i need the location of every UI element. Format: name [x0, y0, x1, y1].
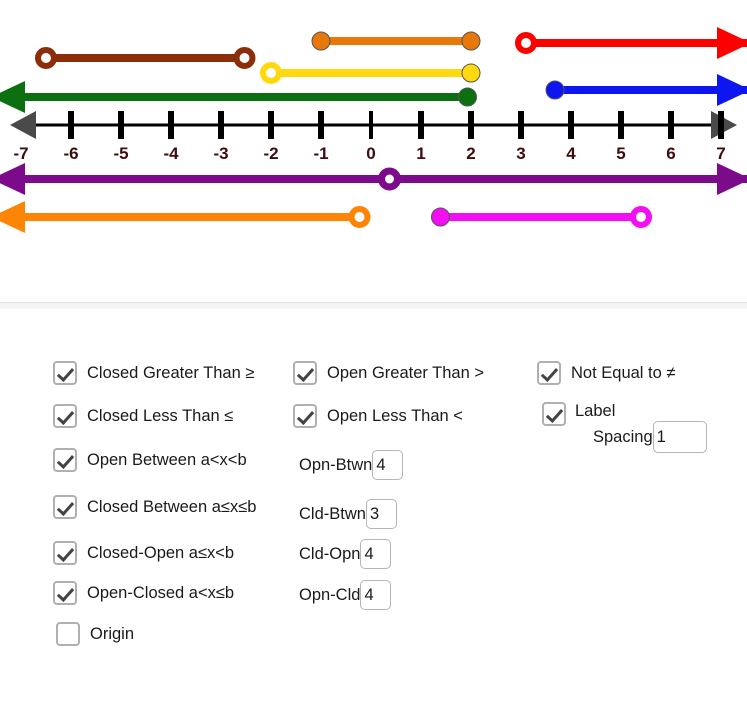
endpoint-arrow-left — [0, 81, 25, 113]
tick-label: 1 — [416, 144, 425, 163]
checkbox-row-closed-less-than[interactable]: Closed Less Than ≤ — [53, 404, 233, 428]
endpoint-arrow-right — [717, 163, 747, 195]
graph-open-between-brown[interactable] — [35, 47, 256, 69]
endpoint-closed-dot-start[interactable] — [311, 31, 331, 51]
endpoint-open-circle-start[interactable] — [515, 32, 537, 54]
control-panel: Closed Greater Than ≥ Closed Less Than ≤… — [0, 309, 747, 719]
field-row-cld-btwn[interactable]: Cld-Btwn 3 — [299, 499, 397, 529]
checkbox-label-closed-between: Closed Between a≤x≤b — [87, 497, 257, 516]
endpoint-arrow-right — [717, 74, 747, 106]
label-spacing-control[interactable]: Label Spacing 1 — [542, 402, 707, 453]
endpoint-open-circle-end[interactable] — [233, 47, 256, 69]
checkbox-row-closed-between[interactable]: Closed Between a≤x≤b — [53, 495, 256, 519]
label-spacing-word-spacing: Spacing — [593, 427, 653, 446]
field-row-opn-btwn[interactable]: Opn-Btwn 4 — [299, 450, 404, 480]
field-input-opn-cld[interactable]: 4 — [360, 580, 392, 610]
tick-label: 5 — [616, 144, 625, 163]
checkbox-closed-open[interactable] — [53, 541, 77, 565]
endpoint-open-circle-end[interactable] — [630, 206, 652, 228]
checkbox-label-closed-less-than: Closed Less Than ≤ — [87, 406, 234, 425]
tick-label: -4 — [163, 144, 179, 163]
axis-arrow-left — [10, 111, 36, 139]
endpoint-closed-dot-start[interactable] — [431, 207, 450, 227]
tick-label: 2 — [466, 144, 475, 163]
graph-open-less-than[interactable] — [0, 201, 371, 233]
endpoint-closed-dot-end[interactable] — [461, 31, 481, 51]
checkbox-label-not-equal-to: Not Equal to ≠ — [571, 363, 676, 382]
tick-label: -6 — [63, 144, 78, 163]
field-input-opn-btwn[interactable]: 4 — [372, 450, 404, 480]
axis-group: -7 -6 -5 -4 -3 -2 -1 0 1 2 3 4 5 6 7 — [10, 111, 737, 163]
checkbox-label-open-closed: Open-Closed a<x≤b — [87, 583, 235, 602]
graph-closed-greater-than[interactable] — [545, 74, 747, 106]
graph-origin-purple[interactable] — [0, 163, 747, 195]
tick-label: 6 — [666, 144, 675, 163]
tick-label: -5 — [113, 144, 128, 163]
field-input-label-spacing[interactable]: 1 — [652, 421, 707, 453]
checkbox-label-open-less-than: Open Less Than < — [327, 406, 463, 425]
field-label-cld-opn: Cld-Opn — [299, 544, 361, 563]
endpoint-open-circle-start[interactable] — [260, 62, 282, 84]
checkbox-open-less-than[interactable] — [293, 404, 317, 428]
tick-label: -2 — [263, 144, 278, 163]
endpoint-arrow-right — [717, 27, 747, 59]
tick-label: -7 — [13, 144, 28, 163]
label-spacing-line2: Spacing 1 — [575, 421, 707, 453]
tick-label: -3 — [213, 144, 228, 163]
endpoint-arrow-left — [0, 163, 25, 195]
endpoint-closed-dot-start[interactable] — [545, 80, 565, 100]
tick-label: 0 — [366, 144, 375, 163]
field-row-cld-opn[interactable]: Cld-Opn 4 — [299, 539, 392, 569]
field-row-opn-cld[interactable]: Opn-Cld 4 — [299, 580, 392, 610]
label-spacing-word-label: Label — [575, 402, 616, 420]
field-input-cld-opn[interactable]: 4 — [360, 539, 392, 569]
checkbox-closed-less-than[interactable] — [53, 404, 77, 428]
field-input-cld-btwn[interactable]: 3 — [365, 499, 397, 529]
checkbox-row-open-closed[interactable]: Open-Closed a<x≤b — [53, 581, 234, 605]
checkbox-closed-between[interactable] — [53, 495, 77, 519]
endpoint-closed-dot-end[interactable] — [461, 63, 481, 83]
checkbox-open-greater-than[interactable] — [293, 361, 317, 385]
checkbox-label-open-greater-than: Open Greater Than > — [327, 363, 484, 382]
endpoint-closed-dot-end[interactable] — [458, 87, 477, 107]
checkbox-label-open-between: Open Between a<x<b — [87, 450, 247, 469]
checkbox-label-closed-open: Closed-Open a≤x<b — [87, 543, 235, 562]
number-line-svg[interactable]: -7 -6 -5 -4 -3 -2 -1 0 1 2 3 4 5 6 7 — [0, 0, 747, 302]
tick-label: 3 — [516, 144, 525, 163]
checkbox-label-spacing[interactable] — [542, 402, 566, 426]
field-label-cld-btwn: Cld-Btwn — [299, 504, 366, 523]
checkbox-origin[interactable] — [56, 622, 80, 646]
checkbox-row-origin[interactable]: Origin — [56, 622, 134, 646]
checkbox-row-closed-greater-than[interactable]: Closed Greater Than ≥ — [53, 361, 254, 385]
checkbox-row-closed-open[interactable]: Closed-Open a≤x<b — [53, 541, 234, 565]
graph-not-equal-to[interactable] — [515, 27, 747, 59]
checkbox-row-open-between[interactable]: Open Between a<x<b — [53, 448, 247, 472]
checkbox-row-open-less-than[interactable]: Open Less Than < — [293, 404, 463, 428]
checkbox-row-open-greater-than[interactable]: Open Greater Than > — [293, 361, 484, 385]
checkbox-label-origin: Origin — [90, 624, 135, 643]
graph-closed-open[interactable] — [431, 206, 652, 228]
checkbox-open-between[interactable] — [53, 448, 77, 472]
checkbox-closed-greater-than[interactable] — [53, 361, 77, 385]
label-spacing-text: Label Spacing 1 — [575, 402, 707, 453]
graph-closed-less-than[interactable] — [0, 81, 477, 113]
graph-open-closed[interactable] — [260, 62, 481, 84]
draggable-left-point[interactable] — [378, 167, 401, 191]
field-label-opn-cld: Opn-Cld — [299, 585, 361, 604]
tick-label: 7 — [716, 144, 725, 163]
endpoint-arrow-left — [0, 201, 25, 233]
checkbox-not-equal-to[interactable] — [537, 361, 561, 385]
checkbox-row-not-equal-to[interactable]: Not Equal to ≠ — [537, 361, 675, 385]
tick-label: 4 — [566, 144, 576, 163]
checkbox-label-closed-greater-than: Closed Greater Than ≥ — [87, 363, 255, 382]
endpoint-open-circle-start[interactable] — [35, 47, 57, 69]
field-label-opn-btwn: Opn-Btwn — [299, 455, 373, 474]
graph-closed-between[interactable] — [311, 31, 481, 51]
number-line-graph-panel[interactable]: -7 -6 -5 -4 -3 -2 -1 0 1 2 3 4 5 6 7 — [0, 0, 747, 302]
endpoint-open-circle-end[interactable] — [348, 206, 371, 228]
tick-label: -1 — [313, 144, 328, 163]
checkbox-open-closed[interactable] — [53, 581, 77, 605]
